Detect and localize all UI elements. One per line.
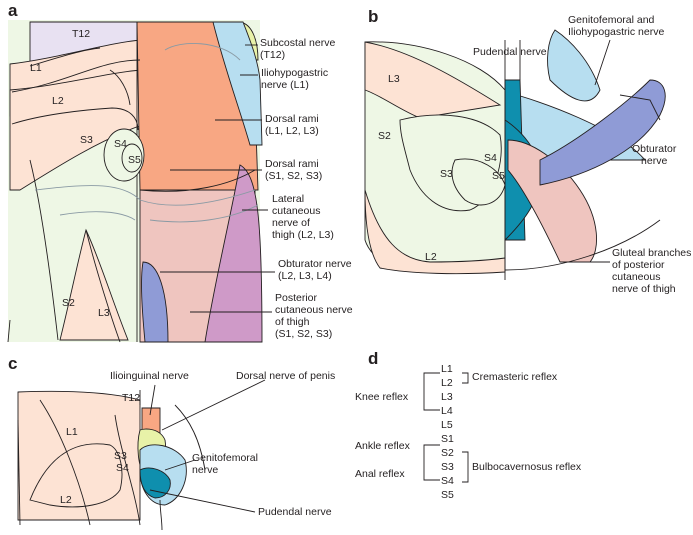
segment-label: S4 bbox=[441, 475, 454, 487]
panel-a-illustration bbox=[7, 20, 275, 343]
segment-label: L5 bbox=[441, 419, 453, 431]
region-label: S3 bbox=[80, 134, 93, 146]
region-label: S5 bbox=[492, 170, 505, 182]
region-label: L2 bbox=[60, 494, 72, 506]
reflex-label-anal: Anal reflex bbox=[355, 468, 405, 480]
panel-d-brackets bbox=[423, 372, 469, 483]
nerve-label-subcostal: Subcostal nerve(T12) bbox=[260, 37, 336, 61]
region-label: S3 bbox=[114, 450, 127, 462]
reflex-label-ankle: Ankle reflex bbox=[355, 440, 410, 452]
segment-label: S1 bbox=[441, 433, 454, 445]
segment-label: L1 bbox=[441, 363, 453, 375]
region-label: S4 bbox=[116, 462, 129, 474]
region-label: S2 bbox=[62, 297, 75, 309]
reflex-label-cremasteric: Cremasteric reflex bbox=[472, 371, 558, 383]
panel-b-letter: b bbox=[368, 7, 379, 26]
nerve-label-pudendal: Pudendal nerve bbox=[473, 46, 547, 58]
panel-b-illustration bbox=[364, 29, 666, 280]
segment-label: L4 bbox=[441, 405, 453, 417]
region-label: S3 bbox=[440, 168, 453, 180]
region-label: L3 bbox=[388, 73, 400, 85]
region-label: L2 bbox=[425, 251, 437, 263]
reflex-label-bulbocavernosus: Bulbocavernosus reflex bbox=[472, 461, 582, 473]
region-label: L2 bbox=[52, 95, 64, 107]
nerve-label-obturator: Obturator nerve(L2, L3, L4) bbox=[278, 258, 352, 282]
panel-d-letter: d bbox=[368, 349, 379, 368]
region-label: L3 bbox=[98, 307, 110, 319]
segment-label: L3 bbox=[441, 391, 453, 403]
panel-c-letter: c bbox=[8, 354, 18, 373]
panel-c-illustration bbox=[17, 379, 266, 531]
region-label: T12 bbox=[122, 392, 141, 404]
region-label: S4 bbox=[484, 152, 497, 164]
segment-label: S2 bbox=[441, 447, 454, 459]
segment-label: L2 bbox=[441, 377, 453, 389]
panel-a-letter: a bbox=[8, 1, 18, 20]
nerve-label-ilioinguinal: Ilioinguinal nerve bbox=[110, 370, 189, 382]
reflex-label-knee: Knee reflex bbox=[355, 391, 409, 403]
region-label: T12 bbox=[72, 28, 91, 40]
region-label: L1 bbox=[66, 426, 78, 438]
nerve-label-dorsal-nerve-of-penis: Dorsal nerve of penis bbox=[236, 370, 336, 382]
region-label: S2 bbox=[378, 130, 391, 142]
nerve-label-pudendal: Pudendal nerve bbox=[258, 506, 332, 518]
nerve-label-dorsal-rami-sacral: Dorsal rami(S1, S2, S3) bbox=[265, 158, 323, 182]
segment-label: S3 bbox=[441, 461, 454, 473]
region-label: S5 bbox=[128, 154, 141, 166]
region-label: S4 bbox=[114, 138, 127, 150]
segment-label: S5 bbox=[441, 489, 454, 501]
nerve-label-dorsal-rami-lumbar: Dorsal rami(L1, L2, L3) bbox=[265, 113, 319, 137]
region-label: L1 bbox=[30, 62, 42, 74]
